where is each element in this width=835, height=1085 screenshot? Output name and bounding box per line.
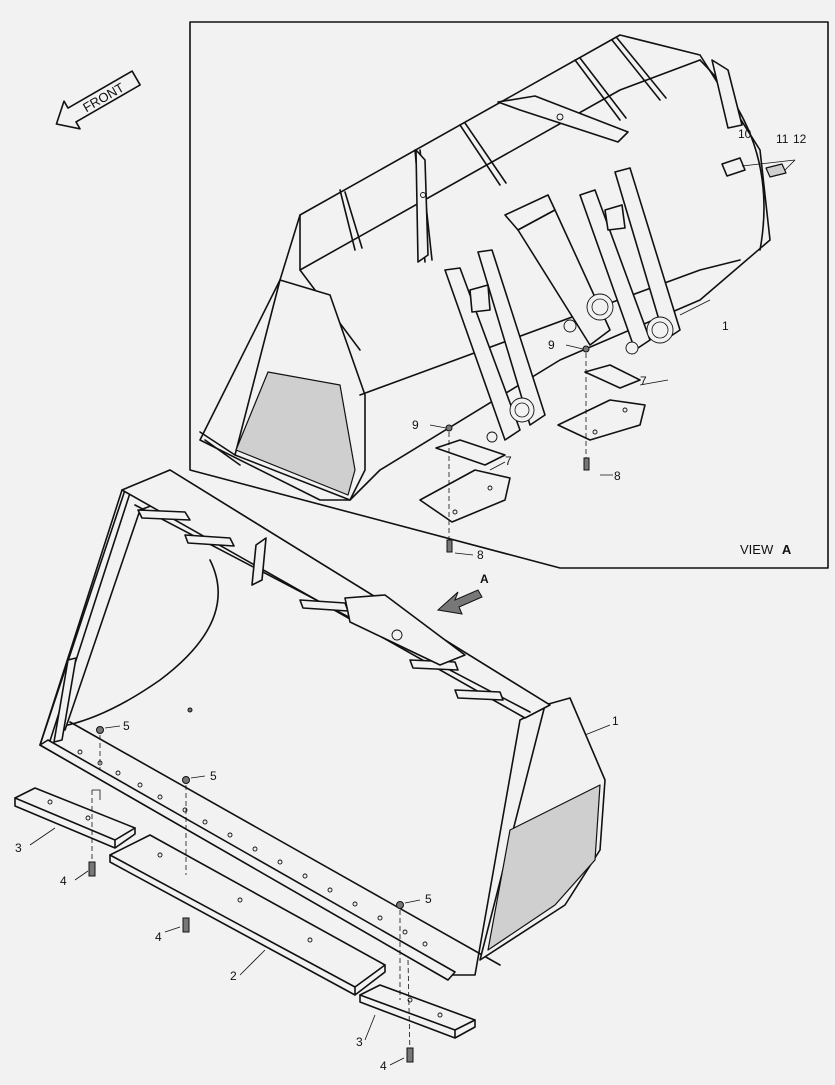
callout-bolt-right: 4: [380, 1059, 387, 1073]
cutting-edge-left: [14, 787, 136, 849]
callout-part-12: 12: [793, 132, 807, 146]
labels: 1 2 3 3 4 4 4 5 5 5 1 7 7 8 8 9 9 10 11 …: [15, 127, 807, 1073]
callout-detail-nut-1: 9: [412, 418, 419, 432]
callout-bolt-center: 4: [155, 930, 162, 944]
callout-detail-bolt-2: 8: [614, 469, 621, 483]
callout-part-11: 11: [776, 132, 789, 146]
cutting-edge-center: [109, 834, 386, 996]
main-fasteners: [29, 724, 611, 1066]
callout-plate-10: 10: [738, 127, 752, 141]
callout-cutting-edge-center: 2: [230, 969, 237, 983]
callout-main-bucket: 1: [612, 714, 619, 728]
cutting-edge-right: [359, 984, 476, 1039]
view-a-word: VIEW: [740, 542, 774, 557]
callout-wear-plate-1: 7: [505, 454, 512, 468]
view-a-frame: [189, 21, 829, 569]
detail-wear-plate-1: [419, 439, 511, 523]
view-a-letter: A: [782, 542, 792, 557]
main-bucket: [39, 469, 606, 981]
part-11: [765, 163, 787, 178]
front-arrow: FRONT: [55, 70, 141, 130]
callout-bolt-left: 4: [60, 874, 67, 888]
detail-bucket: [199, 34, 796, 501]
callout-nut-2: 5: [210, 769, 217, 783]
view-a-arrow-label: A: [480, 572, 489, 586]
detail-wear-plate-2: [557, 364, 646, 441]
callout-cutting-edge-left: 3: [15, 841, 22, 855]
plate-10: [721, 157, 746, 177]
view-a-arrow: A: [436, 572, 489, 615]
view-a-caption: VIEW A: [740, 542, 792, 557]
lip-bolt-holes: [77, 749, 428, 947]
callout-detail-bolt-1: 8: [477, 548, 484, 562]
callout-cutting-edge-right: 3: [356, 1035, 363, 1049]
detail-fasteners: [429, 299, 711, 556]
callout-detail-bucket: 1: [722, 319, 729, 333]
callout-nut-3: 5: [425, 892, 432, 906]
callout-detail-nut-2: 9: [548, 338, 555, 352]
callout-nut-1: 5: [123, 719, 130, 733]
callout-wear-plate-2: 7: [640, 374, 647, 388]
